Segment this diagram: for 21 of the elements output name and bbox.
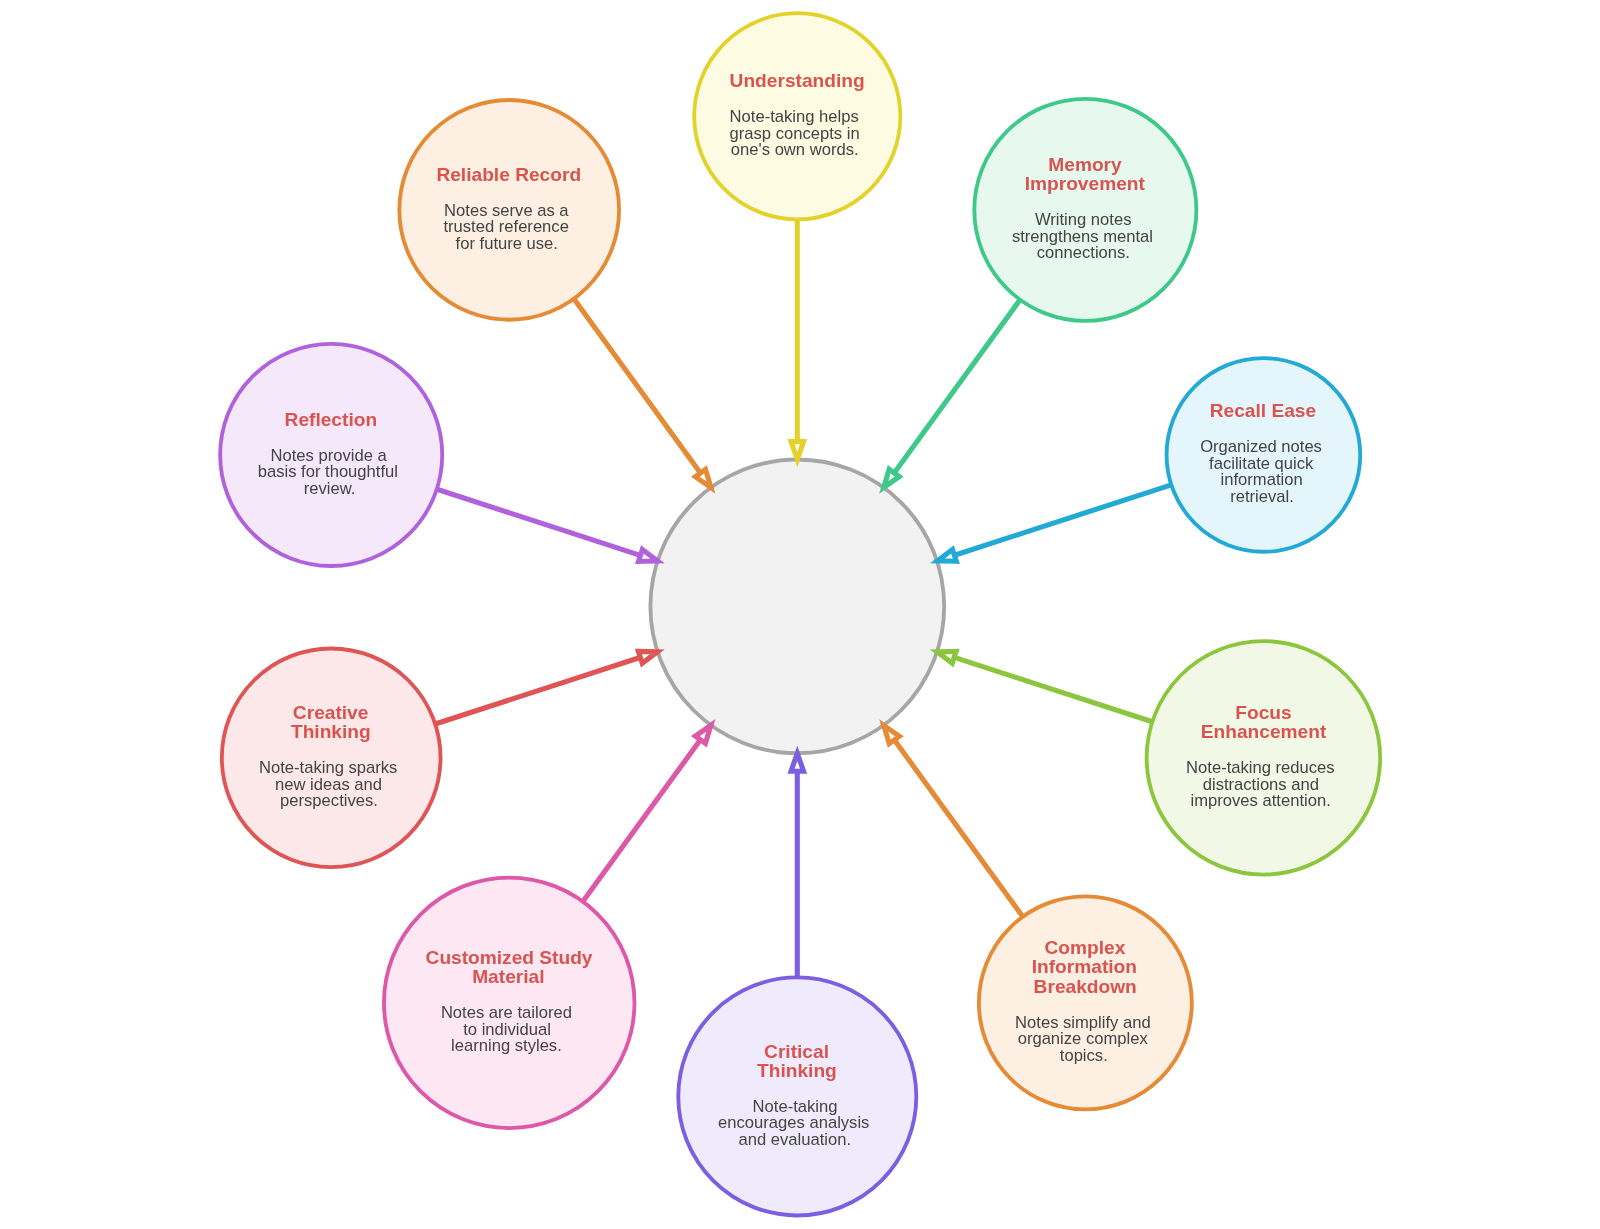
arrow (930, 482, 1173, 564)
arrow (929, 648, 1154, 725)
node-circle: Reliable Record Notes serve as a trusted reference for future use. (397, 98, 621, 322)
node-circle: Critical Thinking Note-taking encourages analysis and evaluation. (676, 975, 919, 1218)
arrow (572, 297, 716, 494)
arrow (580, 719, 716, 903)
node-circle: Understanding Note-taking helps grasp concepts in one's own words. (692, 11, 903, 222)
node-circle: Reflection Notes provide a basis for thoughtful review. (218, 341, 445, 568)
node-circle: Creative Thinking Note-taking sparks new ideas and perspectives. (219, 646, 443, 870)
node-circle: Focus Enhancement Note-taking reduces distractions and improves attention. (1144, 639, 1383, 877)
node-circle (648, 457, 947, 756)
arrow (434, 648, 665, 727)
node-circle: Memory Improvement Writing notes strengthens mental connections. (972, 96, 1199, 323)
node-circle: Recall Ease Organized notes facilitate quick information retrieval. (1164, 356, 1363, 554)
arrow (436, 486, 665, 564)
arrow (787, 745, 808, 978)
arrow (879, 719, 1025, 918)
node-circle: Customized Study Material Notes are tailored to individual learning styles. (382, 875, 637, 1131)
node-circle: Complex Information Breakdown Notes simplify and organize complex topics. (976, 894, 1194, 1112)
arrow (787, 219, 808, 468)
arrow (879, 298, 1023, 494)
